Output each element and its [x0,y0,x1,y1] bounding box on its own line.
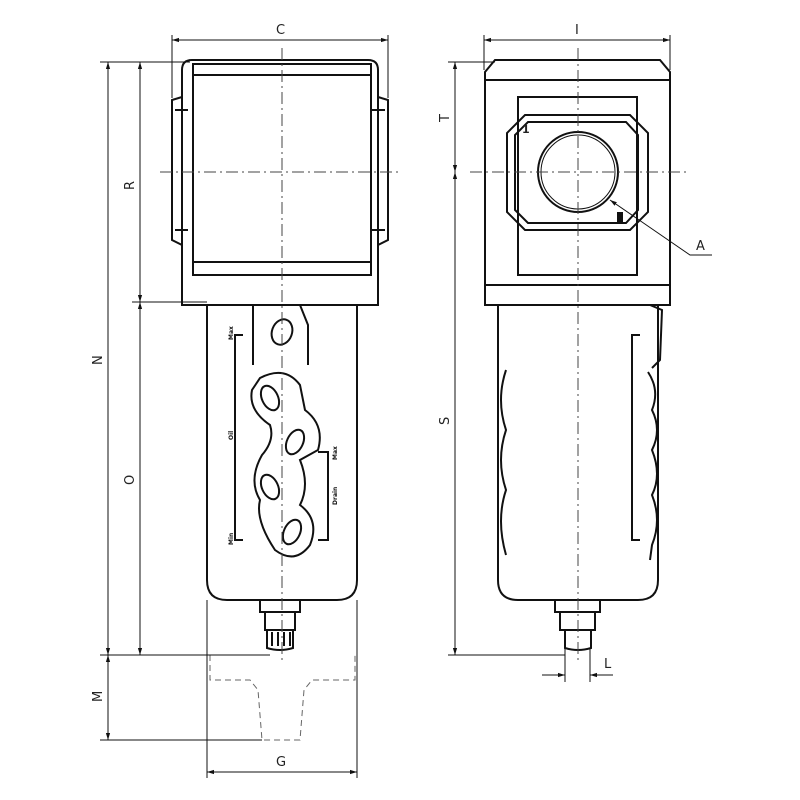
port-flange-inner [514,121,639,224]
side-view: Max Oil Min Max Drain C R N O M G [91,23,400,778]
label-g: G [276,755,286,770]
label-o: O [123,475,138,485]
oil-min-label: Min [228,533,235,545]
bowl-grip [500,369,508,556]
oil-scale [631,334,640,541]
sight-glass [250,371,321,558]
centerline [470,48,690,660]
label-i: I [575,23,579,38]
label-a: A [696,239,705,254]
label-l: L [604,657,612,672]
label-r: R [123,181,138,190]
drain-valve [259,600,301,651]
label-t: T [438,114,453,123]
window [284,428,306,456]
port-number: 1 [522,123,530,136]
port-flange [506,114,649,231]
leader-a [609,199,712,256]
drain-max-label: Max [332,446,339,460]
label-s: S [438,417,453,425]
drain-scale [318,451,329,541]
head-body [181,59,379,306]
drain-label: Drain [332,487,339,505]
lock-button [270,318,294,346]
bowl-guard [252,304,309,365]
window [259,384,281,412]
window [281,518,303,546]
window [259,473,281,501]
label-m: M [91,691,106,702]
right-port-boss [372,96,389,246]
port-face [517,96,638,276]
bowl-side-guard [647,304,664,561]
head-body [484,59,671,306]
oil-scale [234,334,243,541]
oil-max-label: Max [228,326,235,340]
oil-label: Oil [228,431,235,440]
flow-marker-icon [617,212,623,222]
label-c: C [276,23,285,38]
front-view: 1 I T S A L [438,23,712,682]
centerline [160,48,400,660]
bowl-removal-outline [209,655,356,741]
left-port-boss [171,96,188,246]
label-n: N [91,355,106,365]
